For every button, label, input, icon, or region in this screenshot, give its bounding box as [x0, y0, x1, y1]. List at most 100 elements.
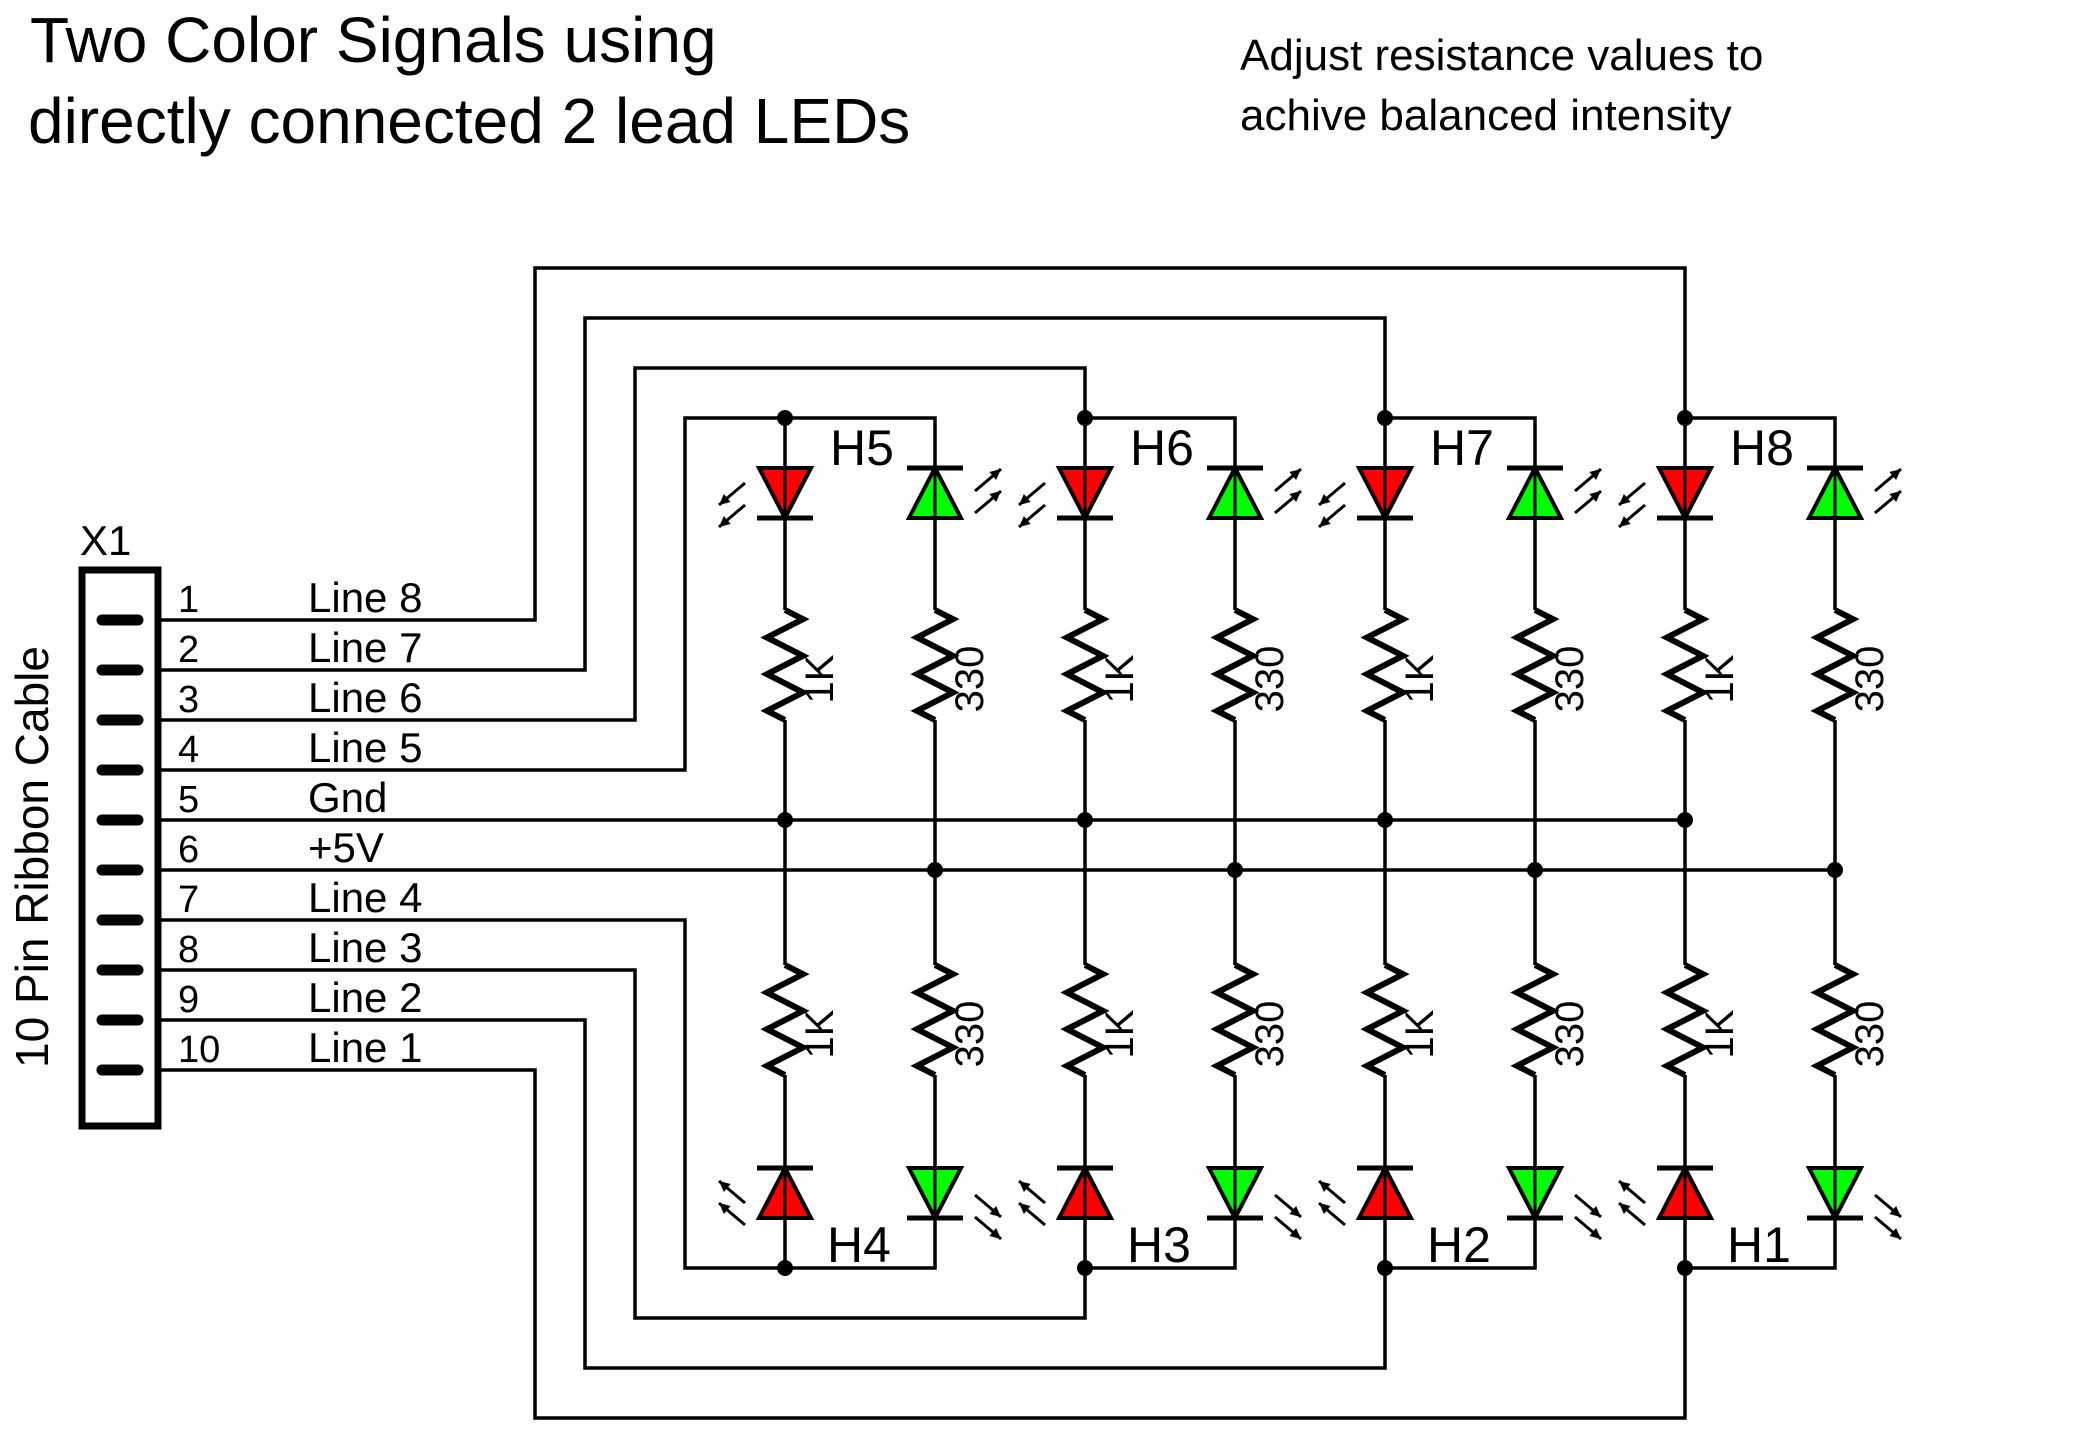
arrow-head [719, 516, 731, 527]
resistor-330 [1810, 607, 1860, 723]
title-line-1: Two Color Signals using [30, 4, 717, 76]
resistor-330 [1210, 962, 1260, 1078]
arrow-head [1889, 1228, 1901, 1239]
arrow-head [1289, 1206, 1301, 1217]
arrow-head [989, 1228, 1001, 1239]
pin-label: +5V [308, 824, 384, 871]
resistor-value: 1K [1398, 1009, 1442, 1058]
resistor-1k [760, 962, 810, 1078]
pin-label: Line 2 [308, 974, 422, 1021]
resistor-1k [1360, 962, 1410, 1078]
arrow-head [1289, 469, 1301, 480]
resistor-330 [1810, 962, 1860, 1078]
arrow-head [1589, 1206, 1601, 1217]
signal-wire [158, 1018, 1387, 1370]
resistor-value: 1K [1698, 654, 1742, 703]
pin-number: 1 [178, 579, 199, 621]
junction-dot [777, 1260, 793, 1276]
junction-dot [1377, 410, 1393, 426]
resistor-value: 1K [798, 654, 842, 703]
resistor-value: 330 [1548, 646, 1592, 713]
resistor-value: 330 [1248, 1001, 1292, 1068]
green-led [1505, 1166, 1602, 1241]
resistor-value: 330 [948, 646, 992, 713]
led-pair-link [785, 416, 937, 468]
arrow-head [989, 469, 1001, 480]
signal-label-bottom: H1 [1727, 1217, 1791, 1273]
resistor-value: 1K [1698, 1009, 1742, 1058]
green-led [905, 1166, 1002, 1241]
led-pair-link [1085, 1218, 1237, 1270]
resistor-value: 1K [1098, 654, 1142, 703]
led-pair-link [785, 1218, 937, 1270]
pin-number: 10 [178, 1029, 220, 1071]
arrow-head [989, 1206, 1001, 1217]
signal-wire [158, 416, 785, 772]
arrow-head [1589, 1228, 1601, 1239]
arrow-head [1019, 516, 1031, 527]
resistor-330 [1510, 607, 1560, 723]
resistor-1k [1660, 607, 1710, 723]
signal-label-top: H8 [1730, 420, 1794, 476]
pin-label: Gnd [308, 774, 387, 821]
note-line-1: Adjust resistance values to [1240, 31, 1763, 80]
junction-dot [777, 410, 793, 426]
arrow-head [1019, 494, 1031, 505]
arrow-head [1889, 1206, 1901, 1217]
pin-label: Line 7 [308, 624, 422, 671]
resistor-value: 1K [1398, 654, 1442, 703]
junction-dot [1077, 1260, 1093, 1276]
pin-label: Line 3 [308, 924, 422, 971]
arrow-head [1619, 1181, 1631, 1192]
arrow-head [1019, 1181, 1031, 1192]
signal-wire [158, 316, 1387, 672]
green-led [1205, 463, 1302, 520]
arrow-head [1619, 494, 1631, 505]
green-led [905, 463, 1002, 520]
red-led [1018, 1163, 1115, 1227]
pin-number: 4 [178, 729, 199, 771]
arrow-head [1589, 491, 1601, 502]
red-led [1618, 466, 1715, 529]
resistor-value: 330 [1848, 1001, 1892, 1068]
pin-label: Line 8 [308, 574, 422, 621]
pin-label: Line 4 [308, 874, 422, 921]
connector-side-label: 10 Pin Ribbon Cable [6, 646, 58, 1068]
junction-dot [1377, 1260, 1393, 1276]
resistor-1k [760, 607, 810, 723]
arrow-head [1319, 1181, 1331, 1192]
signal-label-top: H6 [1130, 420, 1194, 476]
pin-number: 7 [178, 879, 199, 921]
signal-label-bottom: H2 [1427, 1217, 1491, 1273]
signal-wire [158, 968, 1087, 1320]
arrow-head [719, 1181, 731, 1192]
red-led [1318, 466, 1415, 529]
pin-number: 5 [178, 779, 199, 821]
wiring [158, 266, 1843, 1420]
resistor-1k [1060, 962, 1110, 1078]
led-pair-link [1085, 416, 1237, 468]
led-pair-link [1685, 1218, 1837, 1270]
pin-number: 8 [178, 929, 199, 971]
resistor-330 [1510, 962, 1560, 1078]
arrow-head [1619, 516, 1631, 527]
red-led [1318, 1163, 1415, 1227]
pin-number: 9 [178, 979, 199, 1021]
resistor-value: 330 [1548, 1001, 1592, 1068]
junction-dot [1077, 410, 1093, 426]
resistor-value: 330 [948, 1001, 992, 1068]
title-line-2: directly connected 2 lead LEDs [28, 85, 910, 157]
red-led [1618, 1163, 1715, 1227]
resistor-330 [1210, 607, 1260, 723]
note-line-2: achive balanced intensity [1240, 91, 1732, 140]
pin-number: 6 [178, 829, 199, 871]
led-pair-link [1685, 416, 1837, 468]
resistor-1k [1060, 607, 1110, 723]
signal-label-top: H5 [830, 420, 894, 476]
arrow-head [1619, 1203, 1631, 1214]
signal-wire [158, 266, 1687, 622]
pin-label: Line 5 [308, 724, 422, 771]
green-led [1805, 463, 1902, 520]
